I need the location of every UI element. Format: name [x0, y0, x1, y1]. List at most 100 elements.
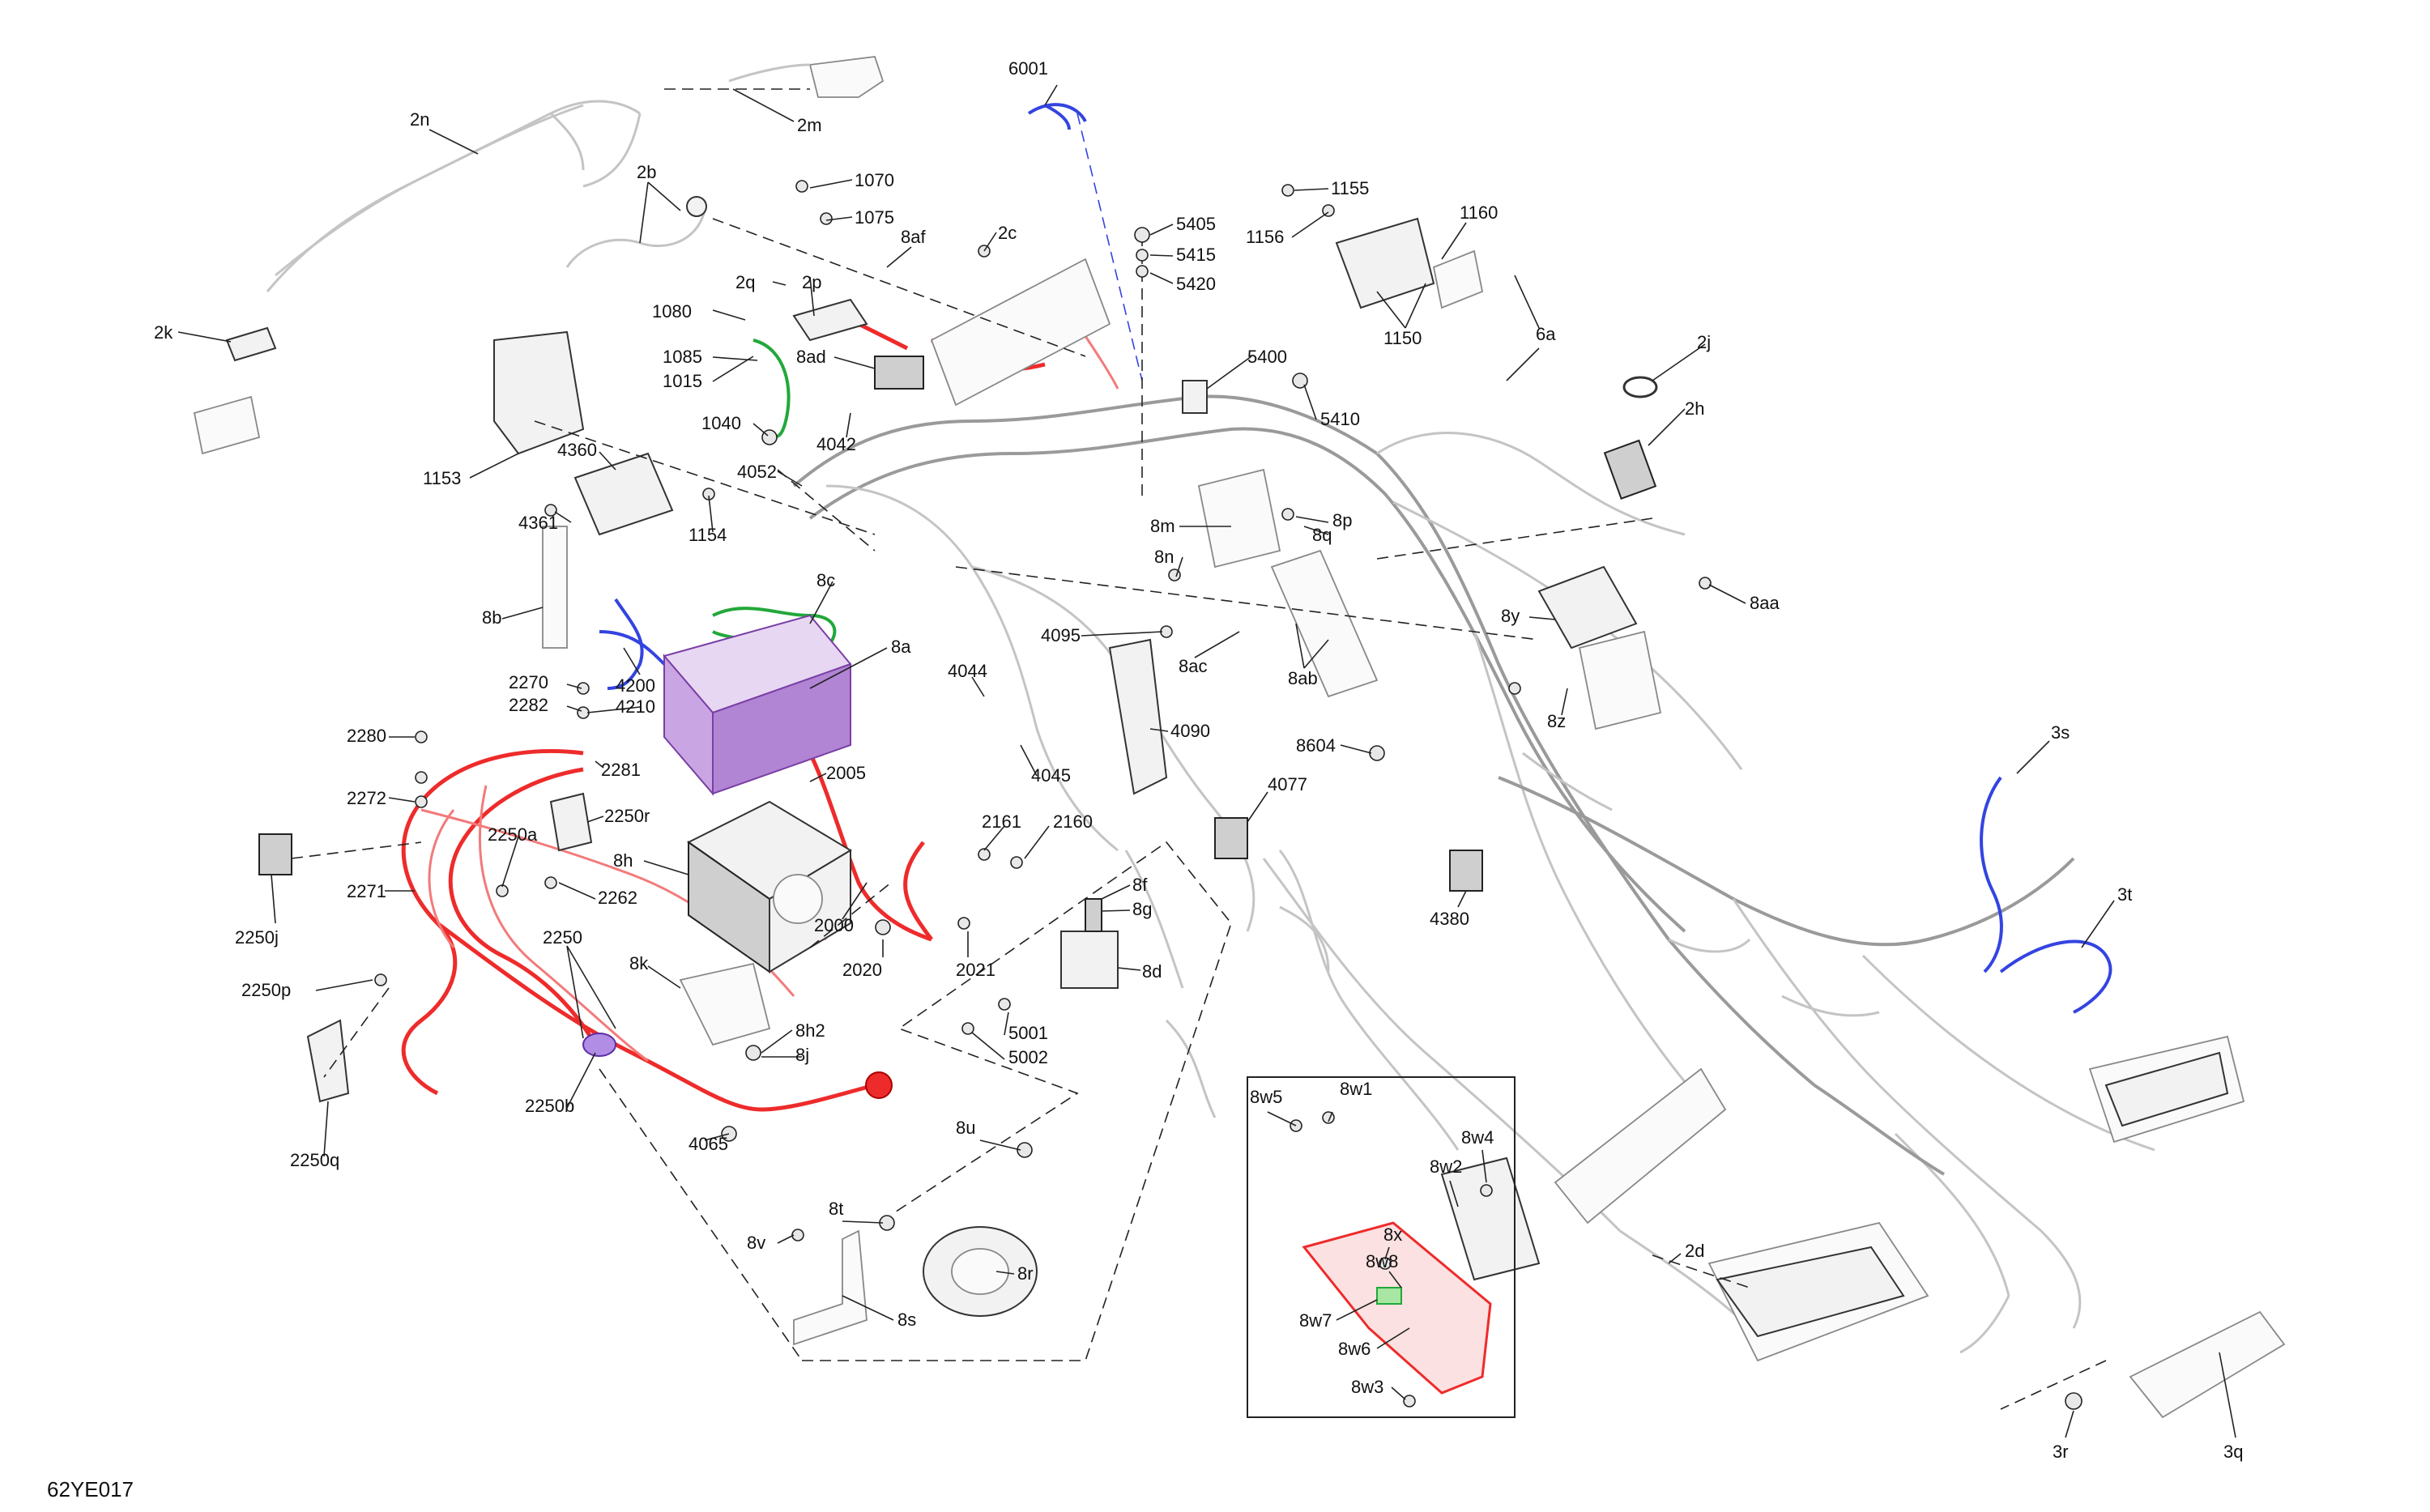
relay-8d [1060, 898, 1119, 989]
label-8k: 8k [629, 953, 649, 973]
headlight-assembly-center [1707, 1221, 1929, 1362]
abs-module-8h [687, 800, 852, 973]
label-2k: 2k [154, 322, 173, 343]
label-2250r: 2250r [604, 806, 650, 826]
label-2000: 2000 [814, 915, 854, 935]
label-2b: 2b [637, 162, 656, 182]
label-5002: 5002 [1008, 1047, 1048, 1067]
inset-frame-8w [1247, 1076, 1516, 1418]
label-2250p: 2250p [241, 980, 291, 1000]
label-4200: 4200 [616, 675, 655, 696]
fuse-box-1153 [493, 330, 585, 455]
label-2280: 2280 [347, 726, 386, 746]
label-4042: 4042 [816, 434, 856, 454]
label-8q: 8q [1312, 525, 1332, 545]
label-8w5: 8w5 [1250, 1087, 1282, 1107]
label-2160: 2160 [1053, 811, 1093, 832]
label-4044: 4044 [948, 661, 987, 681]
label-2c: 2c [998, 223, 1017, 243]
label-8ad: 8ad [796, 347, 826, 367]
label-8d: 8d [1142, 961, 1162, 982]
label-1080: 1080 [652, 301, 692, 322]
label-8w8: 8w8 [1366, 1251, 1398, 1271]
lamp-3q [2129, 1310, 2286, 1419]
label-1075: 1075 [855, 207, 894, 228]
leader-lines [177, 84, 2236, 1438]
label-1085: 1085 [663, 347, 702, 367]
label-2250: 2250 [543, 927, 582, 948]
label-2161: 2161 [982, 811, 1021, 832]
label-8a: 8a [891, 637, 911, 657]
label-2282: 2282 [509, 695, 548, 715]
label-5001: 5001 [1008, 1023, 1048, 1043]
label-1150: 1150 [1383, 328, 1422, 348]
label-2250q: 2250q [290, 1150, 339, 1170]
label-1156: 1156 [1246, 227, 1284, 247]
label-2250b: 2250b [525, 1096, 574, 1116]
label-1070: 1070 [855, 170, 894, 190]
bracket-8b [542, 526, 568, 649]
sensor-2k [225, 326, 277, 362]
battery-8a [663, 614, 852, 796]
label-8aa: 8aa [1750, 593, 1780, 613]
label-2270: 2270 [509, 672, 548, 692]
bracket-2d [1554, 1067, 1727, 1225]
label-8n: 8n [1154, 547, 1174, 567]
label-3s: 3s [2051, 722, 2070, 743]
connector-6001 [1027, 103, 1087, 123]
label-8g: 8g [1132, 899, 1152, 919]
label-5400: 5400 [1247, 347, 1287, 367]
label-3q: 3q [2223, 1442, 2243, 1462]
connector-4380 [1449, 850, 1483, 892]
label-4360: 4360 [557, 440, 597, 460]
label-2250a: 2250a [488, 824, 538, 845]
mounting-plate-2m [808, 56, 885, 98]
label-4052: 4052 [737, 462, 777, 482]
label-8p: 8p [1332, 510, 1352, 530]
connector-4077 [1214, 817, 1248, 859]
label-4210: 4210 [616, 696, 655, 717]
label-8j: 8j [795, 1045, 809, 1065]
ground-strap-green [712, 339, 837, 650]
label-2020: 2020 [842, 960, 882, 980]
harness-2n [266, 100, 641, 292]
label-8w7: 8w7 [1299, 1310, 1332, 1331]
label-8m: 8m [1150, 516, 1175, 536]
bracket-8s [793, 1229, 868, 1346]
callout-labels: 6001 2n 2m 2b 1070 1075 2c 8af 5405 5415… [47, 58, 2243, 1501]
label-2271: 2271 [347, 881, 386, 901]
module-2p [792, 298, 868, 342]
label-2005: 2005 [826, 763, 866, 783]
dashed-guide-lines [291, 88, 2107, 1410]
label-3r: 3r [2053, 1442, 2069, 1462]
label-8ab: 8ab [1288, 668, 1318, 688]
label-2h: 2h [1685, 398, 1704, 419]
label-8w4: 8w4 [1461, 1127, 1494, 1148]
socket-2h [1603, 439, 1657, 500]
label-4065: 4065 [688, 1134, 728, 1154]
label-8w2: 8w2 [1430, 1156, 1462, 1177]
label-8b: 8b [482, 607, 501, 628]
sensor-harness-2b [565, 210, 706, 268]
label-4361: 4361 [518, 513, 558, 533]
label-8h: 8h [613, 850, 633, 871]
label-1154: 1154 [688, 525, 727, 545]
label-4380: 4380 [1430, 909, 1469, 929]
label-5405: 5405 [1176, 214, 1216, 234]
horn-8r [923, 1226, 1038, 1317]
label-2n: 2n [410, 109, 429, 130]
label-8s: 8s [897, 1310, 916, 1330]
connector-5400 [1182, 380, 1208, 414]
label-1153: 1153 [423, 468, 461, 488]
label-6a: 6a [1536, 324, 1556, 344]
grommet-2j [1622, 376, 1658, 398]
label-8y: 8y [1501, 606, 1520, 626]
bracket-1150 [1335, 217, 1435, 309]
label-2262: 2262 [598, 888, 637, 908]
label-4095: 4095 [1041, 625, 1081, 645]
blue-harness-accessories [599, 104, 2112, 1014]
label-8f: 8f [1132, 875, 1148, 895]
label-2j: 2j [1697, 332, 1711, 352]
label-2250j: 2250j [235, 927, 279, 948]
